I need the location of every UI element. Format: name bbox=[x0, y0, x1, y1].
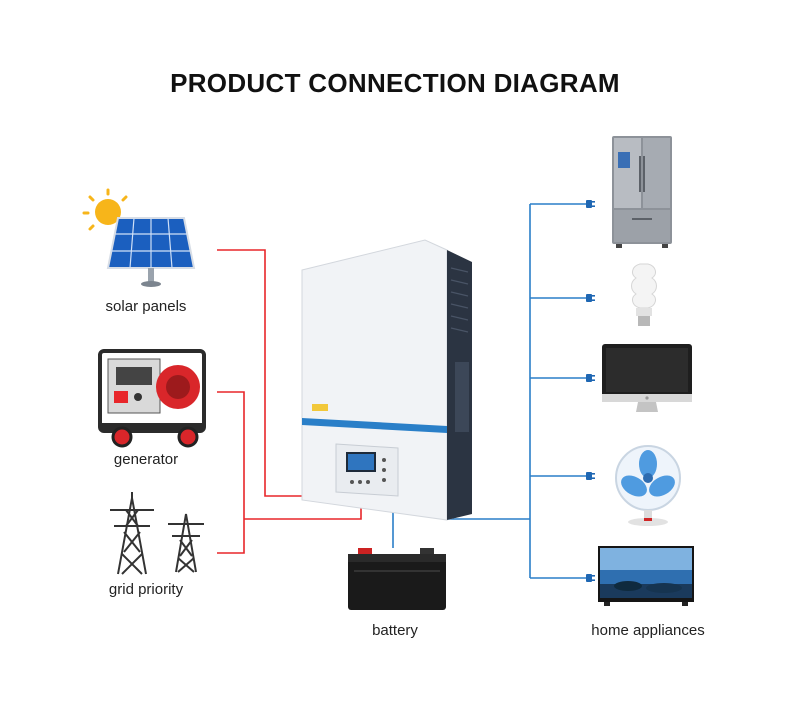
television-icon bbox=[598, 546, 694, 606]
plug-icon bbox=[586, 374, 595, 382]
computer-monitor-icon bbox=[602, 344, 692, 412]
plug-icon bbox=[586, 574, 595, 582]
generator-icon bbox=[98, 349, 206, 448]
plug-icon bbox=[586, 294, 595, 302]
home-appliances-label: home appliances bbox=[591, 622, 705, 639]
inverter-icon bbox=[301, 239, 472, 521]
plug-icon bbox=[586, 472, 595, 480]
output-wires bbox=[392, 203, 586, 579]
sun-icon bbox=[82, 188, 128, 231]
battery-icon bbox=[348, 548, 446, 610]
plug-icon bbox=[586, 200, 595, 208]
grid-priority-label: grid priority bbox=[108, 581, 184, 598]
refrigerator-icon bbox=[612, 136, 672, 248]
power-tower-icon bbox=[110, 492, 204, 575]
battery-label: battery bbox=[372, 622, 418, 639]
light-bulb-icon bbox=[631, 263, 657, 326]
electric-fan-icon bbox=[615, 445, 681, 526]
generator-label: generator bbox=[113, 451, 179, 468]
plug-icons bbox=[586, 200, 595, 582]
solar-panels-label: solar panels bbox=[105, 298, 187, 315]
solar-panel-icon bbox=[82, 188, 196, 287]
diagram-title: PRODUCT CONNECTION DIAGRAM bbox=[170, 68, 620, 98]
generator-wire bbox=[217, 391, 245, 554]
